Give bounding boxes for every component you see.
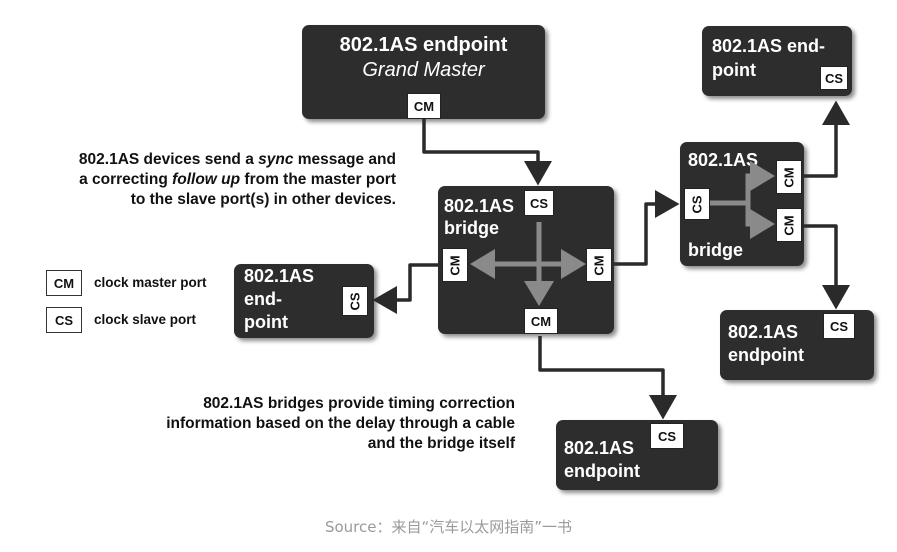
endpoint-right-lower-subtitle: endpoint [728,345,804,365]
main-bridge: 802.1AS bridge CS CM CM CM [438,186,614,334]
endpoint-right-lower-title: 802.1AS [728,322,799,342]
main-bridge-cm-port-right: CM [586,248,612,282]
arrow-right-bridge-to-lower-endpoint [802,224,850,310]
main-bridge-cm-port-left: CM [442,248,468,282]
endpoint-right-lower-cs-port: CS [823,313,855,339]
sync-note-line-3: to the slave port(s) in other devices. [130,191,396,208]
legend-cm-box: CM [46,270,82,296]
endpoint-top-right-subtitle: point [712,60,756,80]
source-caption: Source：来自“汽车以太网指南”一书 [324,518,573,536]
right-bridge-cm-port-lower: CM [776,208,802,242]
right-bridge: 802.1AS bridge CS CM CM [680,142,804,266]
grand-master-endpoint: 802.1AS endpoint Grand Master CM [302,25,545,119]
sync-message-note: 802.1AS devices send a sync message and … [20,150,396,210]
arrow-bridge-to-bottom-endpoint [538,336,677,420]
right-bridge-subtitle: bridge [688,240,744,260]
grand-master-cm-port: CM [407,93,441,119]
arrow-right-bridge-to-top-endpoint [802,100,850,178]
arrow-bridge-to-left-endpoint [372,263,458,314]
endpoint-top-right: 802.1AS end- point CS [702,26,852,96]
legend-cs-label: clock slave port [94,312,197,327]
main-bridge-cm-port-bottom: CM [524,308,558,334]
endpoint-bottom: 802.1AS endpoint CS [556,420,718,490]
sync-note-line-2: a correcting follow up from the master p… [79,171,396,188]
main-bridge-subtitle: bridge [444,218,500,238]
sync-note-line-1: 802.1AS devices send a sync message and [78,151,396,168]
right-bridge-cs-port: CS [684,188,710,220]
legend-cm-label: clock master port [94,275,207,290]
grand-master-title: 802.1AS endpoint [339,34,508,56]
legend-cs-box: CS [46,307,82,333]
endpoint-bottom-title: 802.1AS [564,438,635,458]
bridge-note-line-2: information based on the delay through a… [166,415,515,432]
grand-master-subtitle: Grand Master [362,59,485,81]
endpoint-left-cs-port: CS [342,286,368,316]
endpoint-left: 802.1AS end- point CS [234,264,374,338]
endpoint-top-right-cs-port: CS [820,66,848,90]
main-bridge-cs-port-top: CS [524,190,554,216]
bridge-timing-note: 802.1AS bridges provide timing correctio… [100,394,515,454]
endpoint-left-line2: end- [244,289,282,309]
endpoint-left-line1: 802.1AS [244,266,315,286]
arrow-gm-to-bridge [422,118,552,186]
bridge-note-line-3: and the bridge itself [367,435,515,452]
endpoint-bottom-subtitle: endpoint [564,461,640,481]
right-bridge-title: 802.1AS [688,150,759,170]
arrow-bridge-to-right-bridge [614,190,680,266]
endpoint-top-right-title: 802.1AS end- [712,36,826,56]
right-bridge-cm-port-upper: CM [776,160,802,194]
endpoint-left-line3: point [244,312,288,332]
main-bridge-title: 802.1AS [444,196,515,216]
endpoint-right-lower: 802.1AS endpoint CS [720,310,874,380]
bridge-note-line-1: 802.1AS bridges provide timing correctio… [203,395,515,412]
endpoint-bottom-cs-port: CS [650,423,684,449]
